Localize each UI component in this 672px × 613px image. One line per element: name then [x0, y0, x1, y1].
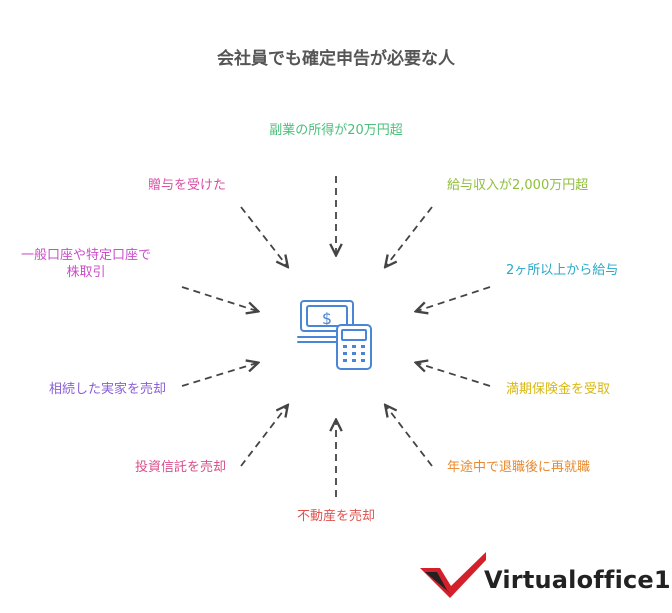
item-label-3: 2ヶ所以上から給与	[506, 263, 619, 278]
item-label-6: 不動産を売却	[296, 509, 375, 524]
svg-text:$: $	[322, 309, 332, 328]
arrow-10	[240, 206, 287, 266]
v-check-logo-icon	[420, 552, 486, 598]
brand-name: Virtualoffice1	[484, 566, 671, 594]
arrow-5	[386, 406, 433, 467]
arrow-8	[181, 363, 257, 387]
arrow-4	[417, 363, 491, 387]
item-label-10: 贈与を受けた	[147, 178, 226, 193]
arrow-7	[240, 406, 287, 467]
item-label-4: 満期保険金を受取	[506, 382, 611, 397]
arrow-2	[386, 206, 433, 266]
item-label-2: 給与収入が2,000万円超	[447, 178, 589, 193]
arrow-3	[417, 286, 491, 311]
diagram-title: 会社員でも確定申告が必要な人	[217, 49, 455, 69]
cash-calculator-icon: $	[297, 300, 372, 370]
item-label-1: 副業の所得が20万円超	[269, 123, 403, 138]
item-label-9: 一般口座や特定口座で 株取引	[20, 248, 151, 280]
item-label-7: 投資信託を売却	[134, 460, 226, 475]
item-label-5: 年途中で退職後に再就職	[447, 460, 591, 475]
arrow-9	[181, 286, 257, 311]
item-label-8: 相続した実家を売却	[48, 382, 166, 397]
